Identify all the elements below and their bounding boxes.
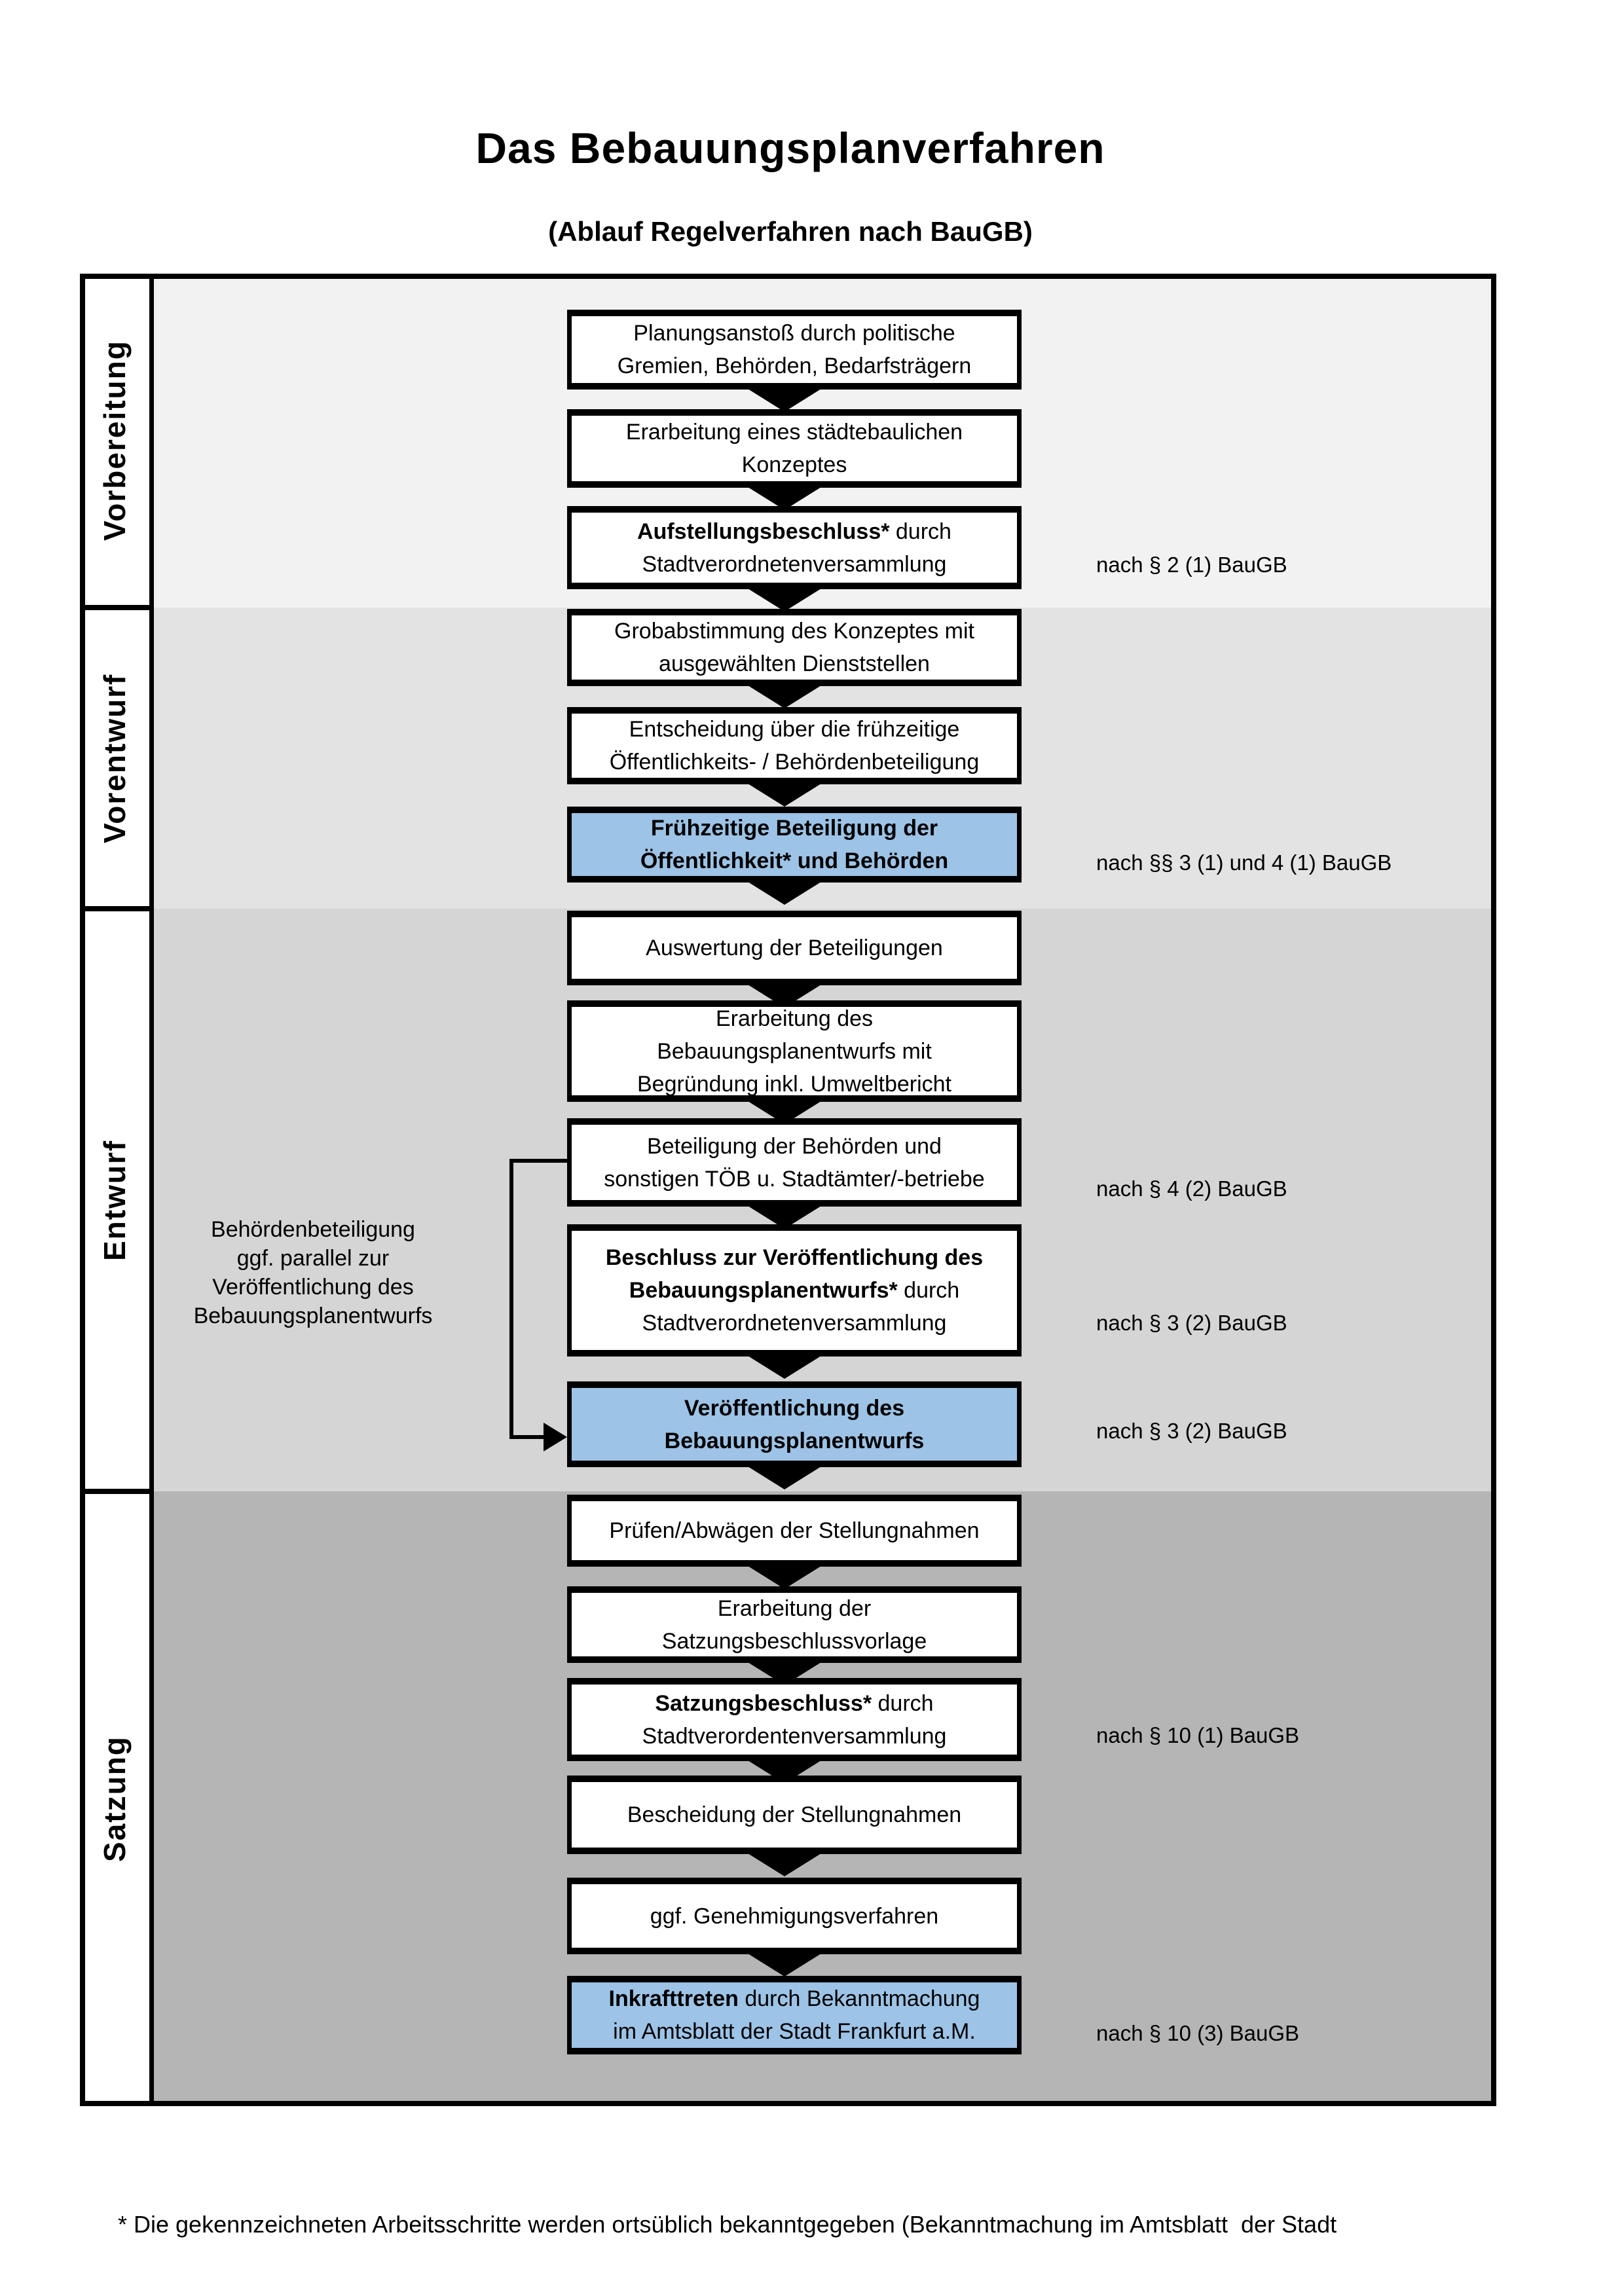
flow-box-veroeffentlichungsbeschluss: Beschluss zur Veröffentlichung des Bebau… (567, 1224, 1022, 1357)
legal-ref-behoerdenbeteiligung: nach § 4 (2) BauGB (1096, 1176, 1287, 1201)
flow-arrow-down-icon (743, 780, 826, 807)
box-text-line: Öffentlichkeit* und Behörden (640, 848, 949, 873)
footnote-line: * Die gekennzeichneten Arbeitsschritte w… (118, 2211, 1337, 2238)
box-text-line: ausgewählten Dienststellen (659, 651, 930, 676)
flow-box-genehmigungsverfahren: ggf. Genehmigungsverfahren (567, 1878, 1022, 1954)
legal-ref-fruehzeitige-beteiligung: nach §§ 3 (1) und 4 (1) BauGB (1096, 850, 1392, 875)
flow-box-pruefen-abwaegen: Prüfen/Abwägen der Stellungnahmen (567, 1495, 1022, 1567)
phase-divider-3 (80, 1489, 154, 1494)
annotation-line: Behördenbeteiligung (211, 1217, 415, 1242)
box-text-line: Beschluss zur Veröffentlichung des (605, 1245, 984, 1270)
flow-box-fruehzeitige-beteiligung: Frühzeitige Beteiligung der Öffentlichke… (567, 807, 1022, 883)
flow-box-satzungsvorlage: Erarbeitung der Satzungsbeschlussvorlage (567, 1586, 1022, 1663)
flow-arrow-down-icon (743, 484, 826, 510)
box-text-line: Erarbeitung der (717, 1595, 872, 1621)
flow-arrow-down-icon (743, 386, 826, 412)
parallel-connector-bottom (509, 1435, 545, 1439)
flow-box-aufstellungsbeschluss: Aufstellungsbeschluss* durch Stadtverord… (567, 506, 1022, 589)
phase-label-vorentwurf: Vorentwurf (98, 673, 132, 843)
flow-box-veroeffentlichung: Veröffentlichung des Bebauungsplanentwur… (567, 1381, 1022, 1467)
box-text-line: Bebauungsplanentwurfs* durch (629, 1278, 960, 1303)
flow-arrow-down-icon (743, 879, 826, 905)
page-subtitle: (Ablauf Regelverfahren nach BauGB) (548, 216, 1033, 247)
box-text-line: Erarbeitung eines städtebaulichen (625, 420, 963, 445)
annotation-line: Bebauungsplanentwurfs (193, 1303, 433, 1328)
legal-ref-veroeffentlichung: nach § 3 (2) BauGB (1096, 1419, 1287, 1443)
box-text-line: Veröffentlichung des (684, 1395, 905, 1421)
flow-arrow-down-icon (743, 1563, 826, 1589)
phase-label-satzung: Satzung (98, 1736, 132, 1862)
phase-divider-1 (80, 605, 154, 610)
flow-box-grobabstimmung: Grobabstimmung des Konzeptes mit ausgewä… (567, 609, 1022, 686)
flow-box-satzungsbeschluss: Satzungsbeschluss* durch Stadtverordente… (567, 1678, 1022, 1761)
flow-box-planungsanstoss: Planungsanstoß durch politische Gremien,… (567, 310, 1022, 390)
flow-box-bescheidung: Bescheidung der Stellungnahmen (567, 1776, 1022, 1854)
box-text-line: Öffentlichkeits- / Behördenbeteiligung (609, 750, 980, 774)
box-text-line: Prüfen/Abwägen der Stellungnahmen (609, 1518, 980, 1543)
box-text-line: ggf. Genehmigungsverfahren (650, 1903, 939, 1929)
box-text-line: Erarbeitung des (715, 1006, 874, 1031)
phase-label-vorbereitung: Vorbereitung (98, 340, 132, 541)
parallel-connector-arrow-icon (544, 1423, 567, 1451)
flow-box-inkrafttreten: Inkrafttreten durch Bekanntmachung im Am… (567, 1976, 1022, 2054)
box-text-line: Inkrafttreten durch Bekanntmachung (608, 1986, 980, 2011)
box-text-line: Beteiligung der Behörden und (647, 1133, 942, 1159)
flow-arrow-down-icon (743, 682, 826, 708)
flow-arrow-down-icon (743, 585, 826, 611)
box-text-line: Auswertung der Beteiligungen (646, 936, 943, 960)
flow-arrow-down-icon (743, 1950, 826, 1977)
phase-divider-2 (80, 906, 154, 911)
box-text-line: Stadtverordentenversammlung (642, 1723, 947, 1749)
legal-ref-satzungsbeschluss: nach § 10 (1) BauGB (1096, 1723, 1300, 1747)
flow-box-staedtebauliches-konzept: Erarbeitung eines städtebaulichen Konzep… (567, 409, 1022, 488)
flow-arrow-down-icon (743, 1463, 826, 1489)
box-text-line: Bescheidung der Stellungnahmen (627, 1802, 962, 1827)
box-text-line: Entscheidung über die frühzeitige (629, 717, 960, 742)
legal-ref-inkrafttreten: nach § 10 (3) BauGB (1096, 2021, 1300, 2045)
legal-ref-aufstellungsbeschluss: nach § 2 (1) BauGB (1096, 553, 1287, 577)
flow-box-behoerdenbeteiligung: Beteiligung der Behörden und sonstigen T… (567, 1118, 1022, 1207)
flow-arrow-down-icon (743, 1353, 826, 1379)
box-text-line: sonstigen TÖB u. Stadtämter/-betriebe (604, 1166, 985, 1192)
box-text-line: Begründung inkl. Umweltbericht (637, 1071, 952, 1097)
phase-label-entwurf: Entwurf (98, 1139, 132, 1261)
box-text-line: Bebauungsplanentwurfs (664, 1428, 925, 1453)
box-text-line: Grobabstimmung des Konzeptes mit (614, 619, 974, 644)
box-text-line: Frühzeitige Beteiligung der (650, 816, 938, 841)
legal-ref-veroeffentlichungsbeschluss: nach § 3 (2) BauGB (1096, 1311, 1287, 1335)
box-text-line: Satzungsbeschluss* durch (655, 1690, 934, 1716)
box-text-line: Stadtverordnetenversammlung (642, 551, 947, 577)
box-text-line: Aufstellungsbeschluss* durch (637, 519, 951, 544)
box-text-line: im Amtsblatt der Stadt Frankfurt a.M. (613, 2019, 976, 2044)
box-text-line: Stadtverordnetenversammlung (642, 1311, 947, 1336)
page-title: Das Bebauungsplanverfahren (475, 124, 1105, 172)
annotation-line: ggf. parallel zur (236, 1246, 390, 1271)
box-text-line: Bebauungsplanentwurfs mit (657, 1038, 932, 1064)
flow-arrow-down-icon (743, 1850, 826, 1876)
flow-box-entscheidung-beteiligung: Entscheidung über die frühzeitige Öffent… (567, 707, 1022, 784)
phase-label-column (80, 274, 154, 2106)
flow-box-auswertung: Auswertung der Beteiligungen (567, 911, 1022, 985)
box-text-line: Konzeptes (741, 452, 847, 477)
box-text-line: Satzungsbeschlussvorlage (661, 1628, 927, 1654)
parallel-connector-vertical (509, 1159, 513, 1439)
annotation-line: Veröffentlichung des (212, 1275, 414, 1300)
flow-box-erarbeitung-entwurf: Erarbeitung des Bebauungsplanentwurfs mi… (567, 1000, 1022, 1102)
box-text-line: Gremien, Behörden, Bedarfsträgern (617, 354, 972, 378)
parallel-connector-top (509, 1159, 567, 1163)
parallel-annotation: Behördenbeteiligung ggf. parallel zur Ve… (149, 1215, 477, 1330)
footnote: * Die gekennzeichneten Arbeitsschritte w… (118, 2140, 1559, 2296)
box-text-line: Planungsanstoß durch politische (633, 321, 955, 346)
